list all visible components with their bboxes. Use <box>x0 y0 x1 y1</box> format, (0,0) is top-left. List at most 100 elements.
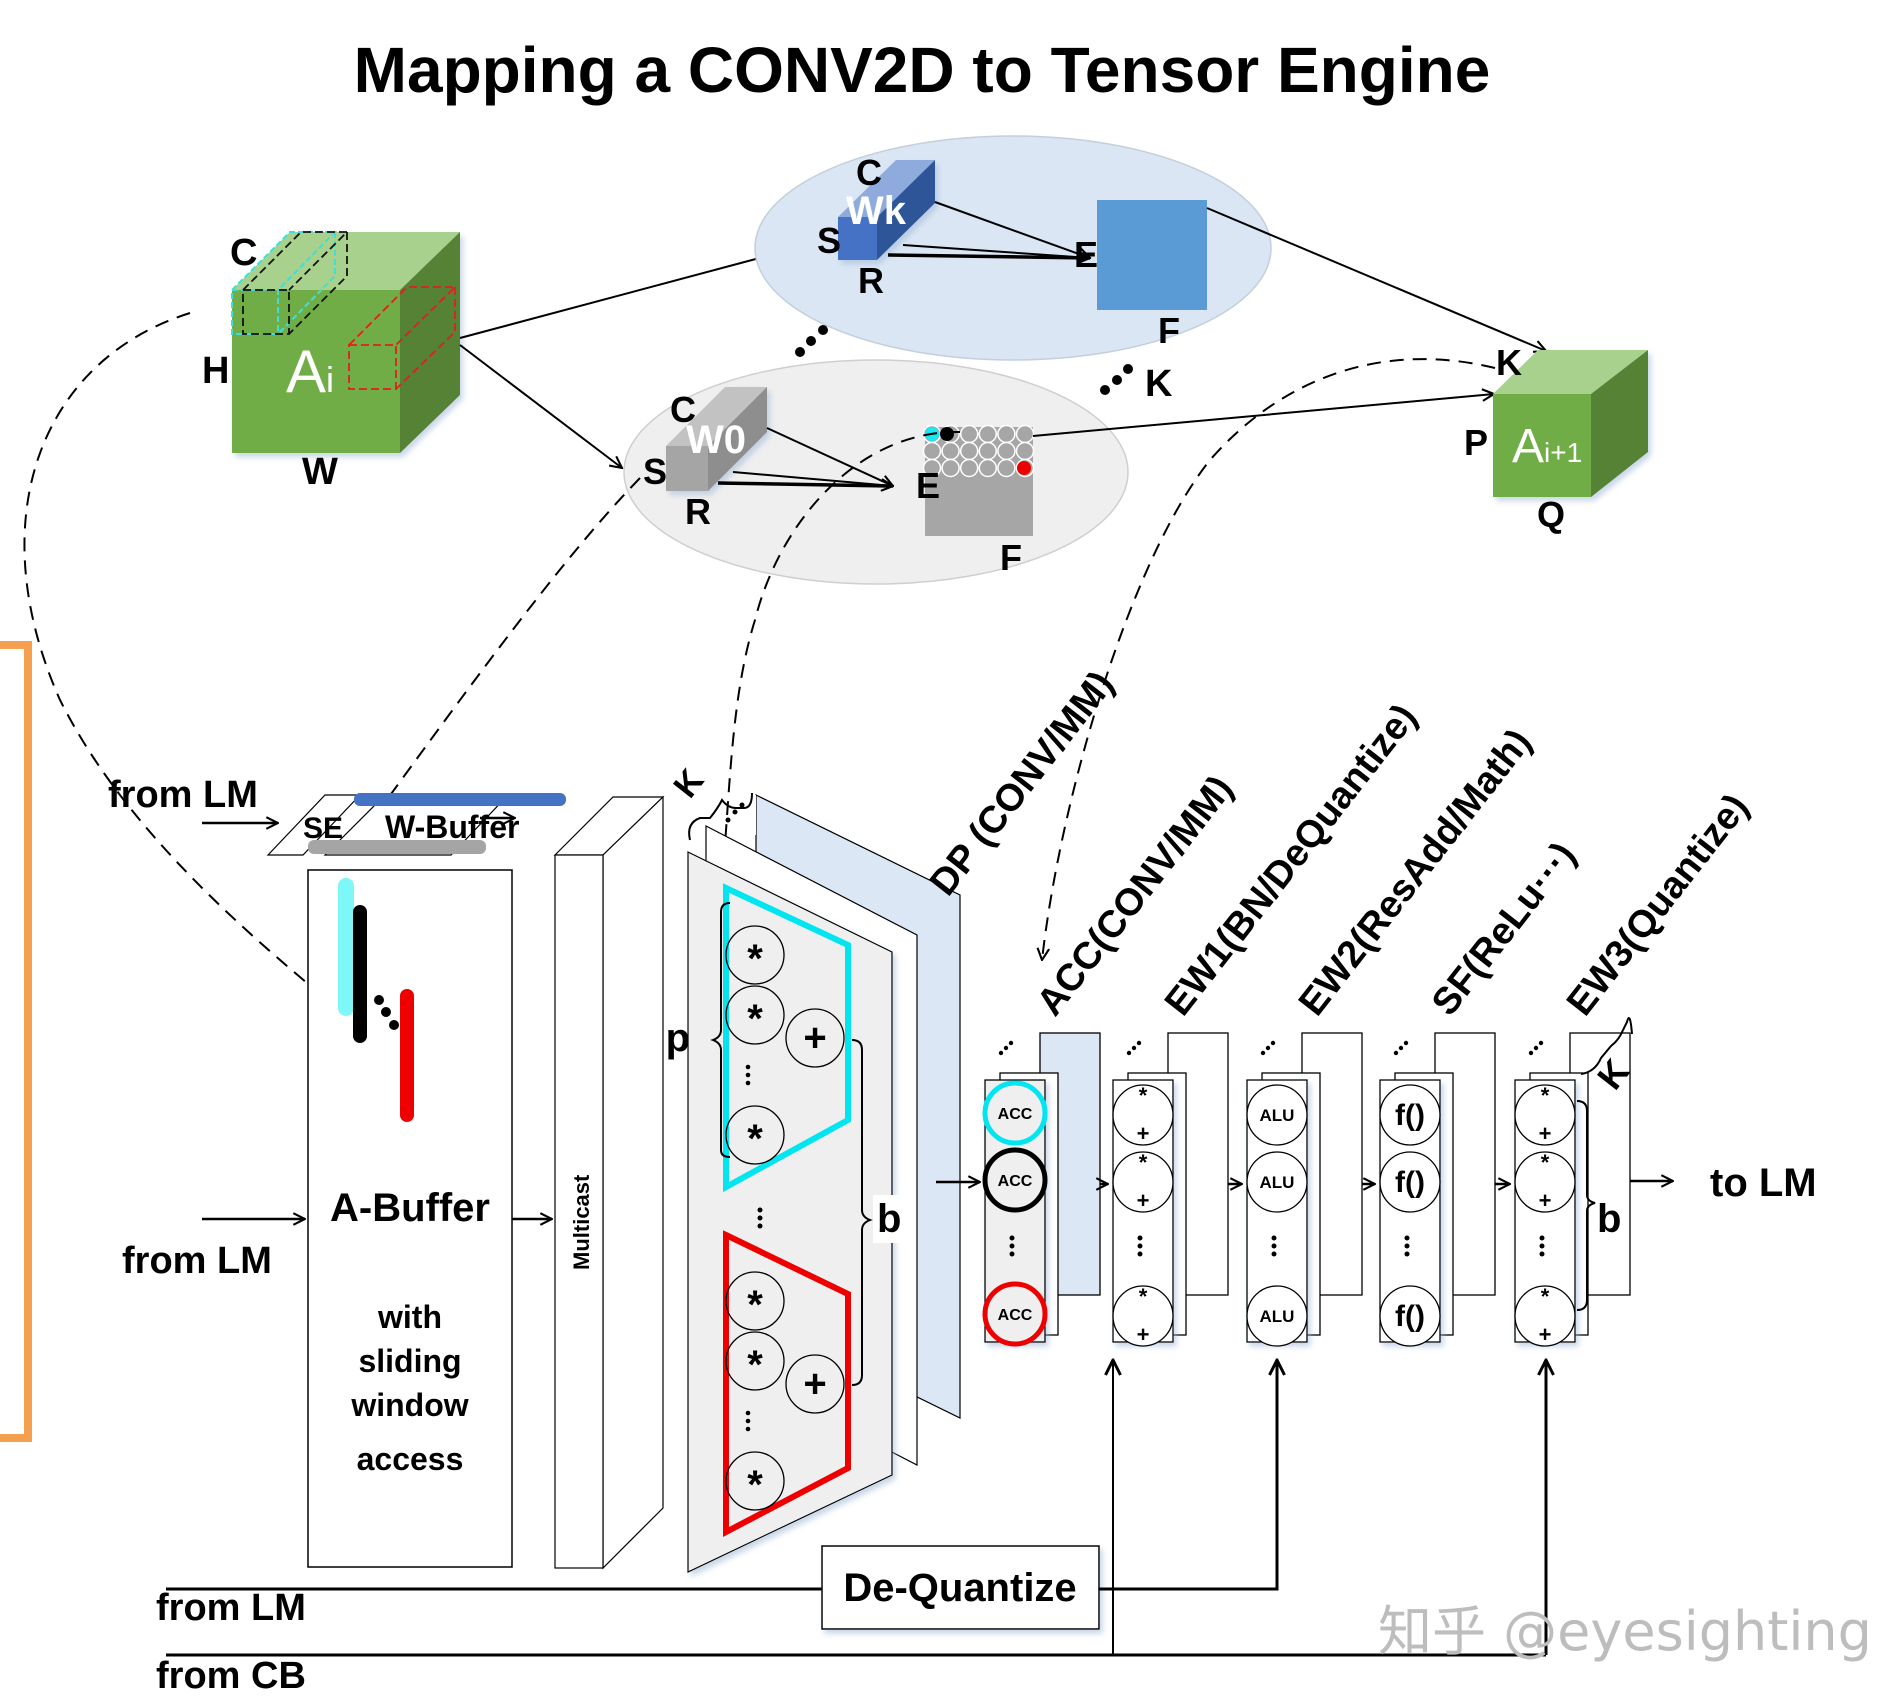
acc-cell-label: ACC <box>998 1307 1033 1324</box>
ellipsis-dot <box>1404 1235 1410 1241</box>
ellipsis-dot <box>1393 1050 1399 1056</box>
multiply-symbol: * <box>747 1283 763 1327</box>
dp-front-panel <box>687 851 893 1573</box>
a-buffer-desc-1: with <box>377 1299 442 1335</box>
pe-cell <box>922 458 942 478</box>
filter-0-out-f: F <box>1000 537 1022 578</box>
ellipsis-dot <box>1137 1243 1143 1249</box>
cyan-dot-product-unit <box>723 883 851 1193</box>
ellipsis-dot <box>1003 1045 1009 1051</box>
a-buffer-title: A-Buffer <box>330 1186 490 1230</box>
cyan-row-bar <box>338 878 354 1016</box>
muladd-cell <box>1514 1084 1576 1146</box>
add-symbol: + <box>803 1362 826 1406</box>
ellipsis-dot <box>745 1426 751 1432</box>
dp-stack <box>687 794 961 1573</box>
ellipsis-dots-abuffer <box>374 995 399 1030</box>
alu-cell <box>1246 1084 1308 1146</box>
multicast-unit <box>553 795 665 1570</box>
filter-k-out-f: F <box>1158 310 1180 351</box>
multiply-symbol: * <box>1541 1284 1550 1309</box>
multicast-label: Multicast <box>569 1174 594 1270</box>
output-b-brace <box>1576 1100 1596 1311</box>
ellipsis-dot <box>1137 1235 1143 1241</box>
dp-k-label: K <box>666 762 711 805</box>
stage-label: EW3(Quantize) <box>1559 786 1757 1023</box>
pe-cell <box>959 424 979 444</box>
w-buffer-gray-bar <box>308 840 486 854</box>
a-buffer-desc-2: sliding <box>358 1343 461 1379</box>
se-label: SE <box>303 812 343 845</box>
adder-cell <box>785 1354 845 1414</box>
muladd-cell <box>1514 1151 1576 1213</box>
from-lm-bottom-label: from LM <box>156 1587 306 1629</box>
ellipsis-dot <box>1538 1040 1544 1046</box>
ellipsis-dot <box>745 1080 751 1086</box>
add-symbol: + <box>1137 1121 1150 1146</box>
ellipsis-dot <box>1265 1045 1271 1051</box>
ellipsis-dot <box>1009 1235 1015 1241</box>
multiplier-cell <box>725 1271 785 1331</box>
filter-0-dim-r: R <box>685 491 711 532</box>
ellipsis-dot <box>1533 1045 1539 1051</box>
multiplier-cell <box>725 985 785 1045</box>
filter-0-dim-c: C <box>670 389 696 430</box>
add-symbol: + <box>1539 1121 1552 1146</box>
ellipsis-dots-dp-mid <box>757 1207 763 1229</box>
ellipsis-dots-dp <box>725 802 745 823</box>
red-sliding-window <box>348 286 458 390</box>
arrow-w0-to-output <box>1032 394 1494 437</box>
filter-k-dim-c: C <box>856 152 882 193</box>
w-buffer-label: W-Buffer <box>385 809 519 845</box>
filter-k-dim-s: S <box>817 220 841 261</box>
ellipsis-dots <box>795 325 1133 395</box>
ellipsis-dot <box>1528 1050 1534 1056</box>
multiply-symbol: * <box>747 937 763 981</box>
output-dim-q: Q <box>1537 494 1565 535</box>
output-tensor-label: Ai+1 <box>1512 420 1582 473</box>
ellipsis-dot <box>1403 1040 1409 1046</box>
pe-cell <box>959 441 979 461</box>
multiply-symbol: * <box>747 1463 763 1507</box>
filter-k-arrows <box>887 201 1090 258</box>
pe-cell <box>941 441 960 461</box>
ellipsis-dot <box>1539 1243 1545 1249</box>
pipeline-stages: ACCACCACCACC(CONV/MM)*+*+*+EW1(BN/DeQuan… <box>936 697 1757 1347</box>
pe-cell <box>978 424 998 444</box>
black-row-bar <box>353 905 367 1043</box>
muladd-cell <box>1112 1084 1174 1146</box>
filter-k-dim-r: R <box>858 260 884 301</box>
dashed-flow-dp-to-output <box>722 430 961 878</box>
filter-k-output-map <box>1097 200 1207 310</box>
add-symbol: + <box>1137 1188 1150 1213</box>
input-dim-h: H <box>202 350 229 392</box>
muladd-cell <box>1112 1285 1174 1347</box>
alu-cell <box>1246 1151 1308 1213</box>
multiply-symbol: * <box>1139 1284 1148 1309</box>
dp-p-label: p <box>666 1016 690 1060</box>
ellipsis-dot <box>745 1072 751 1078</box>
ellipsis-dot <box>745 1418 751 1424</box>
filter-0-arrows <box>717 427 893 486</box>
from-cb-label: from CB <box>156 1655 306 1697</box>
func-cell-label: f() <box>1395 1099 1425 1132</box>
filter-0-out-e: E <box>916 465 940 506</box>
func-cell <box>1379 1285 1441 1347</box>
red-row-bar <box>400 989 414 1122</box>
output-b-label: b <box>1597 1197 1621 1241</box>
black-output-dot <box>940 427 954 441</box>
add-symbol: + <box>803 1016 826 1060</box>
output-dim-p: P <box>1464 422 1488 463</box>
multiplier-cell <box>725 925 785 985</box>
ellipsis-dot <box>1271 1251 1277 1257</box>
multiplier-cell <box>725 1451 785 1511</box>
filter-k-block <box>838 160 935 260</box>
filter-0-dim-s: S <box>643 451 667 492</box>
multiply-symbol: * <box>1139 1150 1148 1175</box>
ellipsis-dot <box>1131 1045 1137 1051</box>
input-tensor-label: Ai <box>286 338 334 405</box>
func-cell-label: f() <box>1395 1300 1425 1333</box>
ellipsis-dot <box>1271 1243 1277 1249</box>
acc-cell <box>982 1147 1048 1213</box>
